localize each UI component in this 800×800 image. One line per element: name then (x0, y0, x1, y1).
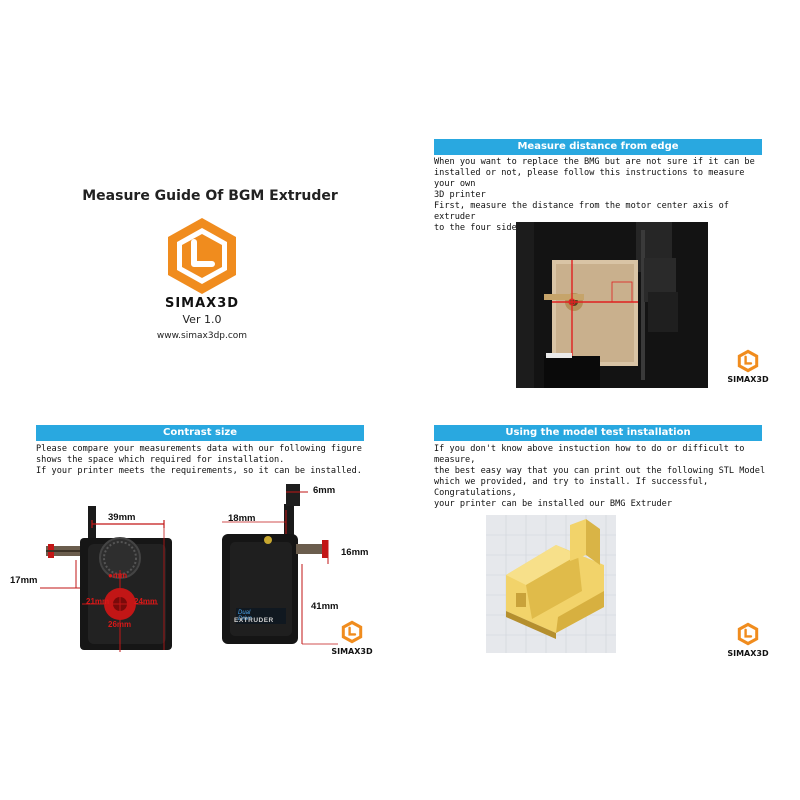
front-label-top: Dual Drive (238, 610, 253, 622)
dim-21mm: 21mm (86, 597, 110, 606)
brand-mark: SIMAX3D (331, 647, 373, 656)
instruction-text: If you don't know above instuction how t… (434, 444, 766, 509)
dim-17mm: 17mm (10, 575, 38, 586)
dim-18mm: 18mm (228, 513, 256, 524)
extruder-front-view (222, 484, 338, 645)
simax3d-logo-icon (737, 349, 759, 373)
section-header: Using the model test installation (434, 425, 762, 441)
dim-6mm: 6mm (313, 485, 336, 496)
section-header: Contrast size (36, 425, 364, 441)
instruction-text: Please compare your measurements data wi… (36, 444, 362, 476)
brand-name: SIMAX3D (164, 296, 240, 311)
simax3d-logo-icon (737, 622, 759, 646)
section-header: Measure distance from edge (434, 139, 762, 155)
dim-center-label: ●mm (108, 571, 128, 580)
version-label: Ver 1.0 (182, 313, 222, 326)
simax3d-logo-icon (341, 620, 363, 644)
website-link[interactable]: www.simax3dp.com (156, 331, 248, 341)
guide-title: Measure Guide Of BGM Extruder (82, 188, 338, 204)
dim-24mm: 24mm (134, 597, 158, 606)
brand-mark: SIMAX3D (727, 649, 769, 658)
dim-16mm: 16mm (341, 547, 369, 558)
printer-photo (516, 222, 708, 388)
instruction-text: When you want to replace the BMG but are… (434, 157, 755, 233)
dim-26mm: 26mm (108, 620, 132, 629)
extruder-back-view (40, 506, 172, 652)
stl-model-render (486, 515, 616, 653)
simax3d-logo-icon (168, 218, 236, 294)
front-label-bottom: EXTRUDER (234, 617, 274, 624)
dim-39mm: 39mm (108, 512, 136, 523)
brand-mark: SIMAX3D (727, 375, 769, 384)
dim-41mm: 41mm (311, 601, 339, 612)
